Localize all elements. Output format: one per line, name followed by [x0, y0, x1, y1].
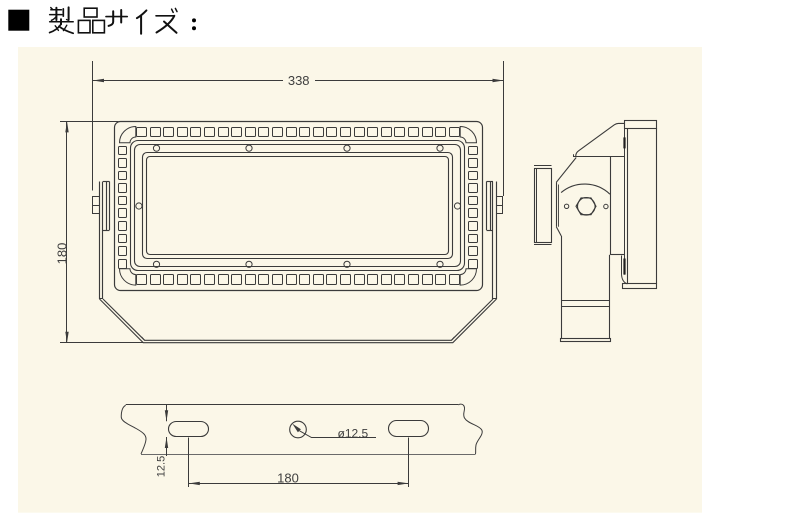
- svg-text:180: 180: [277, 470, 299, 485]
- svg-text:180: 180: [55, 243, 70, 265]
- svg-text:ø12.5: ø12.5: [338, 426, 369, 440]
- svg-text:338: 338: [288, 73, 310, 88]
- svg-text:12.5: 12.5: [155, 456, 167, 477]
